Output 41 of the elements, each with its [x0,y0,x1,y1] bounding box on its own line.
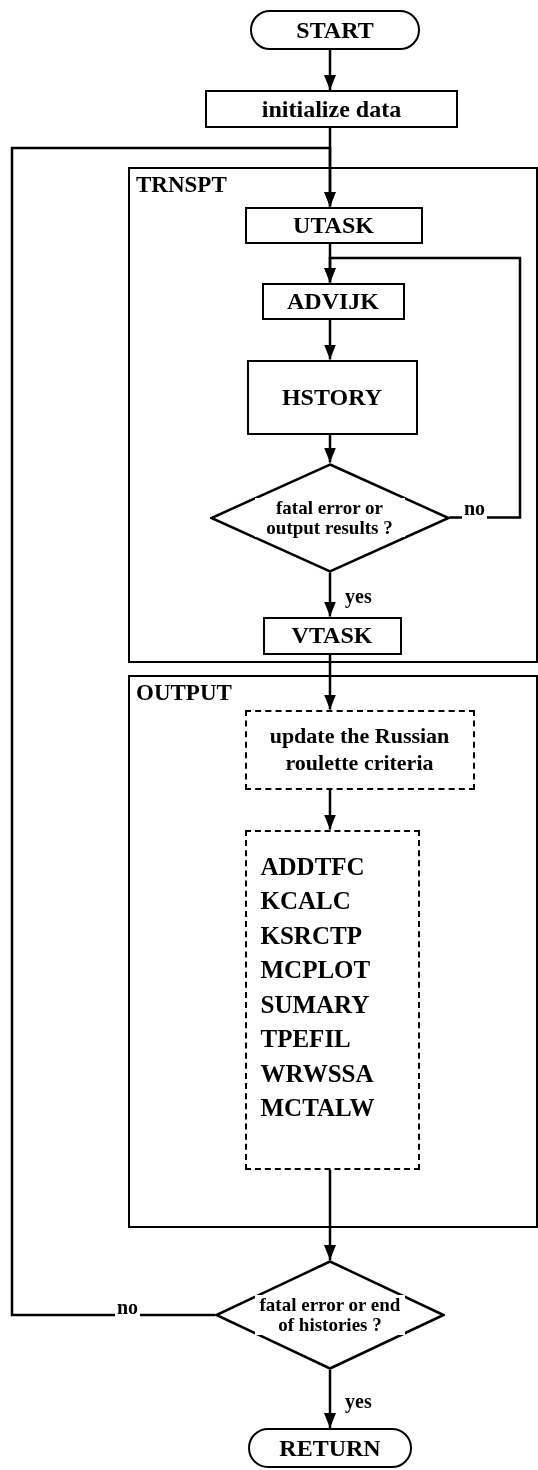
box-text: UTASK [293,211,374,239]
box-text: update the Russian roulette criteria [268,723,451,776]
box-text: START [296,16,374,44]
arrow [324,1169,336,1260]
box-text: ADVIJK [287,287,379,315]
routine-list-box [244,829,420,1170]
box-text: HSTORY [281,383,383,411]
decision-text: fatal error or end of histories ? [255,1295,405,1335]
routine-name: KCALC [260,886,352,916]
arrow [324,50,336,90]
routine-name: MCPLOT [260,955,372,985]
arrow [324,789,336,830]
arrow [324,256,522,519]
box-text: initialize data [261,95,402,123]
terminal-box [250,10,420,50]
arrow [10,146,336,1317]
arrow [324,319,336,360]
box-text: VTASK [291,622,373,649]
routine-name: SUMARY [260,989,371,1020]
module-title: OUTPUT [136,681,232,704]
process-box [205,90,458,128]
terminal-box [248,1428,412,1468]
module-frame [128,675,538,1228]
decision-text: fatal error or output results ? [254,497,405,538]
arrow [324,434,336,463]
arrow [324,572,336,617]
routine-name: KSRCTP [260,920,363,951]
process-box [261,282,405,320]
box-text: RETURN [279,1434,381,1462]
arrow [324,654,336,710]
module-title: TRNSPT [136,173,227,196]
routine-name: MCTALW [260,1093,376,1123]
arrow [324,1370,336,1428]
process-box [262,616,402,655]
routine-name: ADDTFC [260,851,366,882]
process-box [246,359,418,435]
routine-name: WRWSSA [260,1058,375,1089]
routine-name: TPEFIL [260,1024,352,1054]
dashed-process-box [244,709,475,790]
process-box [244,206,423,244]
module-frame [128,167,538,663]
